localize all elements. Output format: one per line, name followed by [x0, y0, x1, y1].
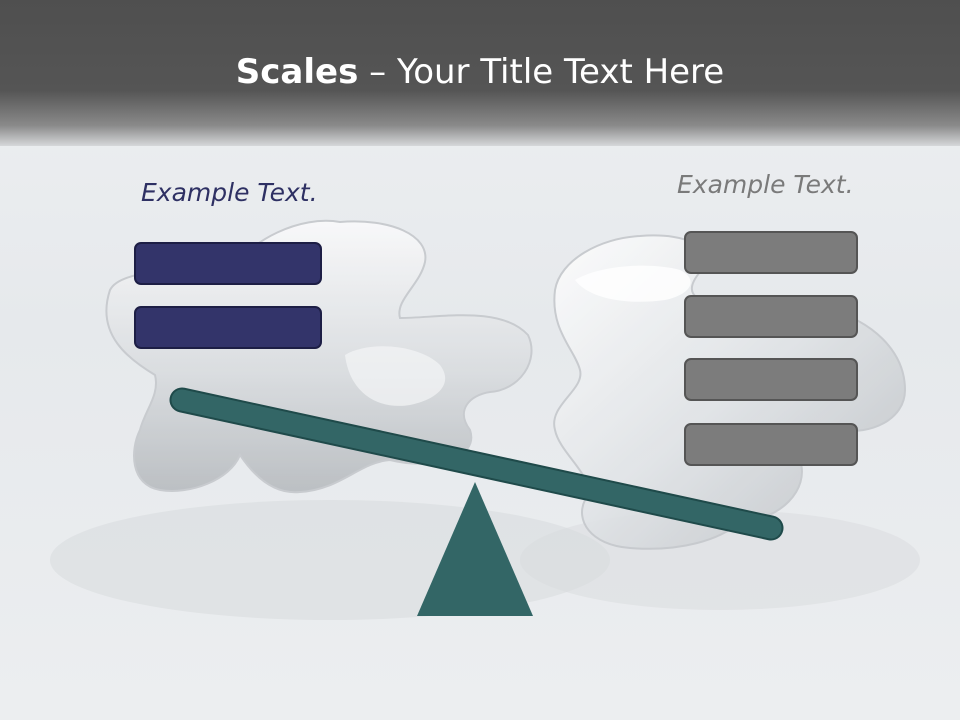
- scale-fulcrum: [417, 482, 533, 616]
- right-box-4: [684, 423, 858, 466]
- left-caption: Example Text.: [141, 178, 318, 207]
- left-box-1: [134, 242, 322, 285]
- slide-title: Scales – Your Title Text Here: [0, 52, 960, 92]
- left-box-2: [134, 306, 322, 349]
- right-box-2: [684, 295, 858, 338]
- title-bold: Scales: [235, 52, 359, 92]
- right-box-3: [684, 358, 858, 401]
- right-box-1: [684, 231, 858, 274]
- title-bar: [0, 0, 960, 146]
- title-rest: – Your Title Text Here: [358, 52, 725, 92]
- scale-beam-fill: [171, 389, 782, 539]
- right-caption: Example Text.: [677, 170, 854, 199]
